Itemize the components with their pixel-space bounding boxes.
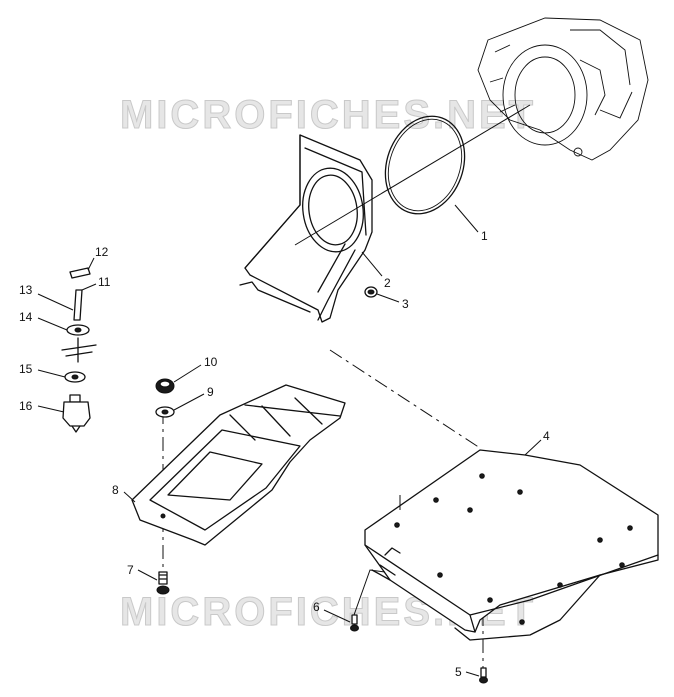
callout-11: 11 xyxy=(98,275,111,289)
washer-part-9 xyxy=(155,406,175,418)
callout-14: 14 xyxy=(19,310,33,324)
locknut-part-10 xyxy=(155,378,175,394)
callout-6: 6 xyxy=(313,600,320,614)
callout-3: 3 xyxy=(402,297,409,311)
screw-part-5 xyxy=(479,667,488,684)
fitting-part-16 xyxy=(62,394,91,433)
o-ring-part-1 xyxy=(384,115,466,215)
callout-7: 7 xyxy=(127,563,134,577)
screw-part-6 xyxy=(350,569,386,632)
callout-5: 5 xyxy=(455,665,462,679)
callout-12: 12 xyxy=(95,245,109,259)
shield-part-8 xyxy=(131,384,346,546)
callout-15: 15 xyxy=(19,362,33,376)
callout-4: 4 xyxy=(543,429,550,443)
callouts: 1 2 3 4 5 6 7 8 9 10 11 12 13 14 15 16 xyxy=(19,204,550,679)
engine-housing xyxy=(477,17,649,161)
callout-8: 8 xyxy=(112,483,119,497)
callout-16: 16 xyxy=(19,399,33,413)
nut-part-3 xyxy=(364,286,378,298)
callout-9: 9 xyxy=(207,385,214,399)
mount-holes xyxy=(394,473,633,625)
adapter-plate-part-2 xyxy=(239,134,373,323)
clip-part-12 xyxy=(69,267,91,279)
callout-1: 1 xyxy=(481,229,488,243)
watermark-top: MICROFICHES.NET xyxy=(120,93,536,137)
fitting-assembly xyxy=(61,267,97,433)
skid-plate-part-4 xyxy=(364,449,659,641)
alignment-line xyxy=(329,349,481,449)
bolt-part-7 xyxy=(156,571,170,595)
callout-10: 10 xyxy=(204,355,218,369)
callout-2: 2 xyxy=(384,276,391,290)
axis-line xyxy=(294,104,531,246)
callout-13: 13 xyxy=(19,283,33,297)
tube-part-11 xyxy=(73,289,83,321)
